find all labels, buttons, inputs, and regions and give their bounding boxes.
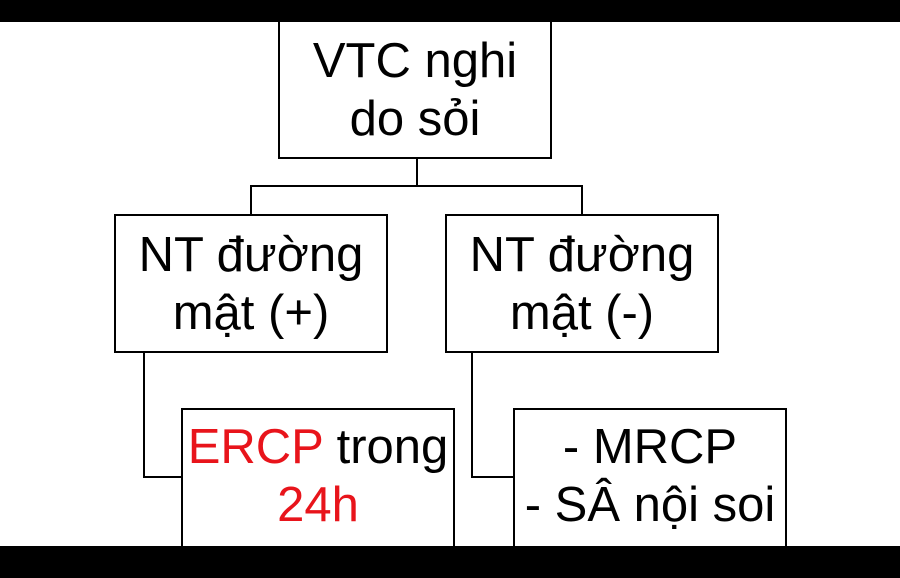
left-child-line1: ERCP trong <box>188 418 449 476</box>
right-node: NT đường mật (-) <box>445 214 719 353</box>
right-child-horizontal-connector <box>471 476 514 478</box>
left-node: NT đường mật (+) <box>114 214 388 353</box>
left-child-vertical-connector <box>143 352 145 478</box>
root-node-line2: do sỏi <box>349 91 481 146</box>
right-child-line2: - SÂ nội soi <box>524 478 776 532</box>
right-branch-connector <box>581 185 583 215</box>
root-node: VTC nghi do sỏi <box>278 20 552 159</box>
left-child-horizontal-connector <box>143 476 182 478</box>
left-branch-connector <box>250 185 252 215</box>
bottom-black-band <box>0 546 900 578</box>
right-child-line1: - MRCP <box>562 420 738 474</box>
left-node-line1: NT đường <box>138 227 364 282</box>
branch-horizontal-connector <box>250 185 583 187</box>
left-child-line2: 24h <box>277 478 359 532</box>
top-black-band <box>0 0 900 22</box>
root-stem-connector <box>416 158 418 186</box>
left-child-node: ERCP trong 24h <box>181 408 455 558</box>
right-child-vertical-connector <box>471 352 473 478</box>
left-child-line1-rest: trong <box>322 420 449 474</box>
root-node-line1: VTC nghi <box>312 33 518 88</box>
right-child-node: - MRCP - SÂ nội soi <box>513 408 787 558</box>
right-node-line2: mật (-) <box>509 285 655 340</box>
right-node-line1: NT đường <box>469 227 695 282</box>
ercp-highlight: ERCP <box>187 420 323 474</box>
left-node-line2: mật (+) <box>172 285 330 340</box>
